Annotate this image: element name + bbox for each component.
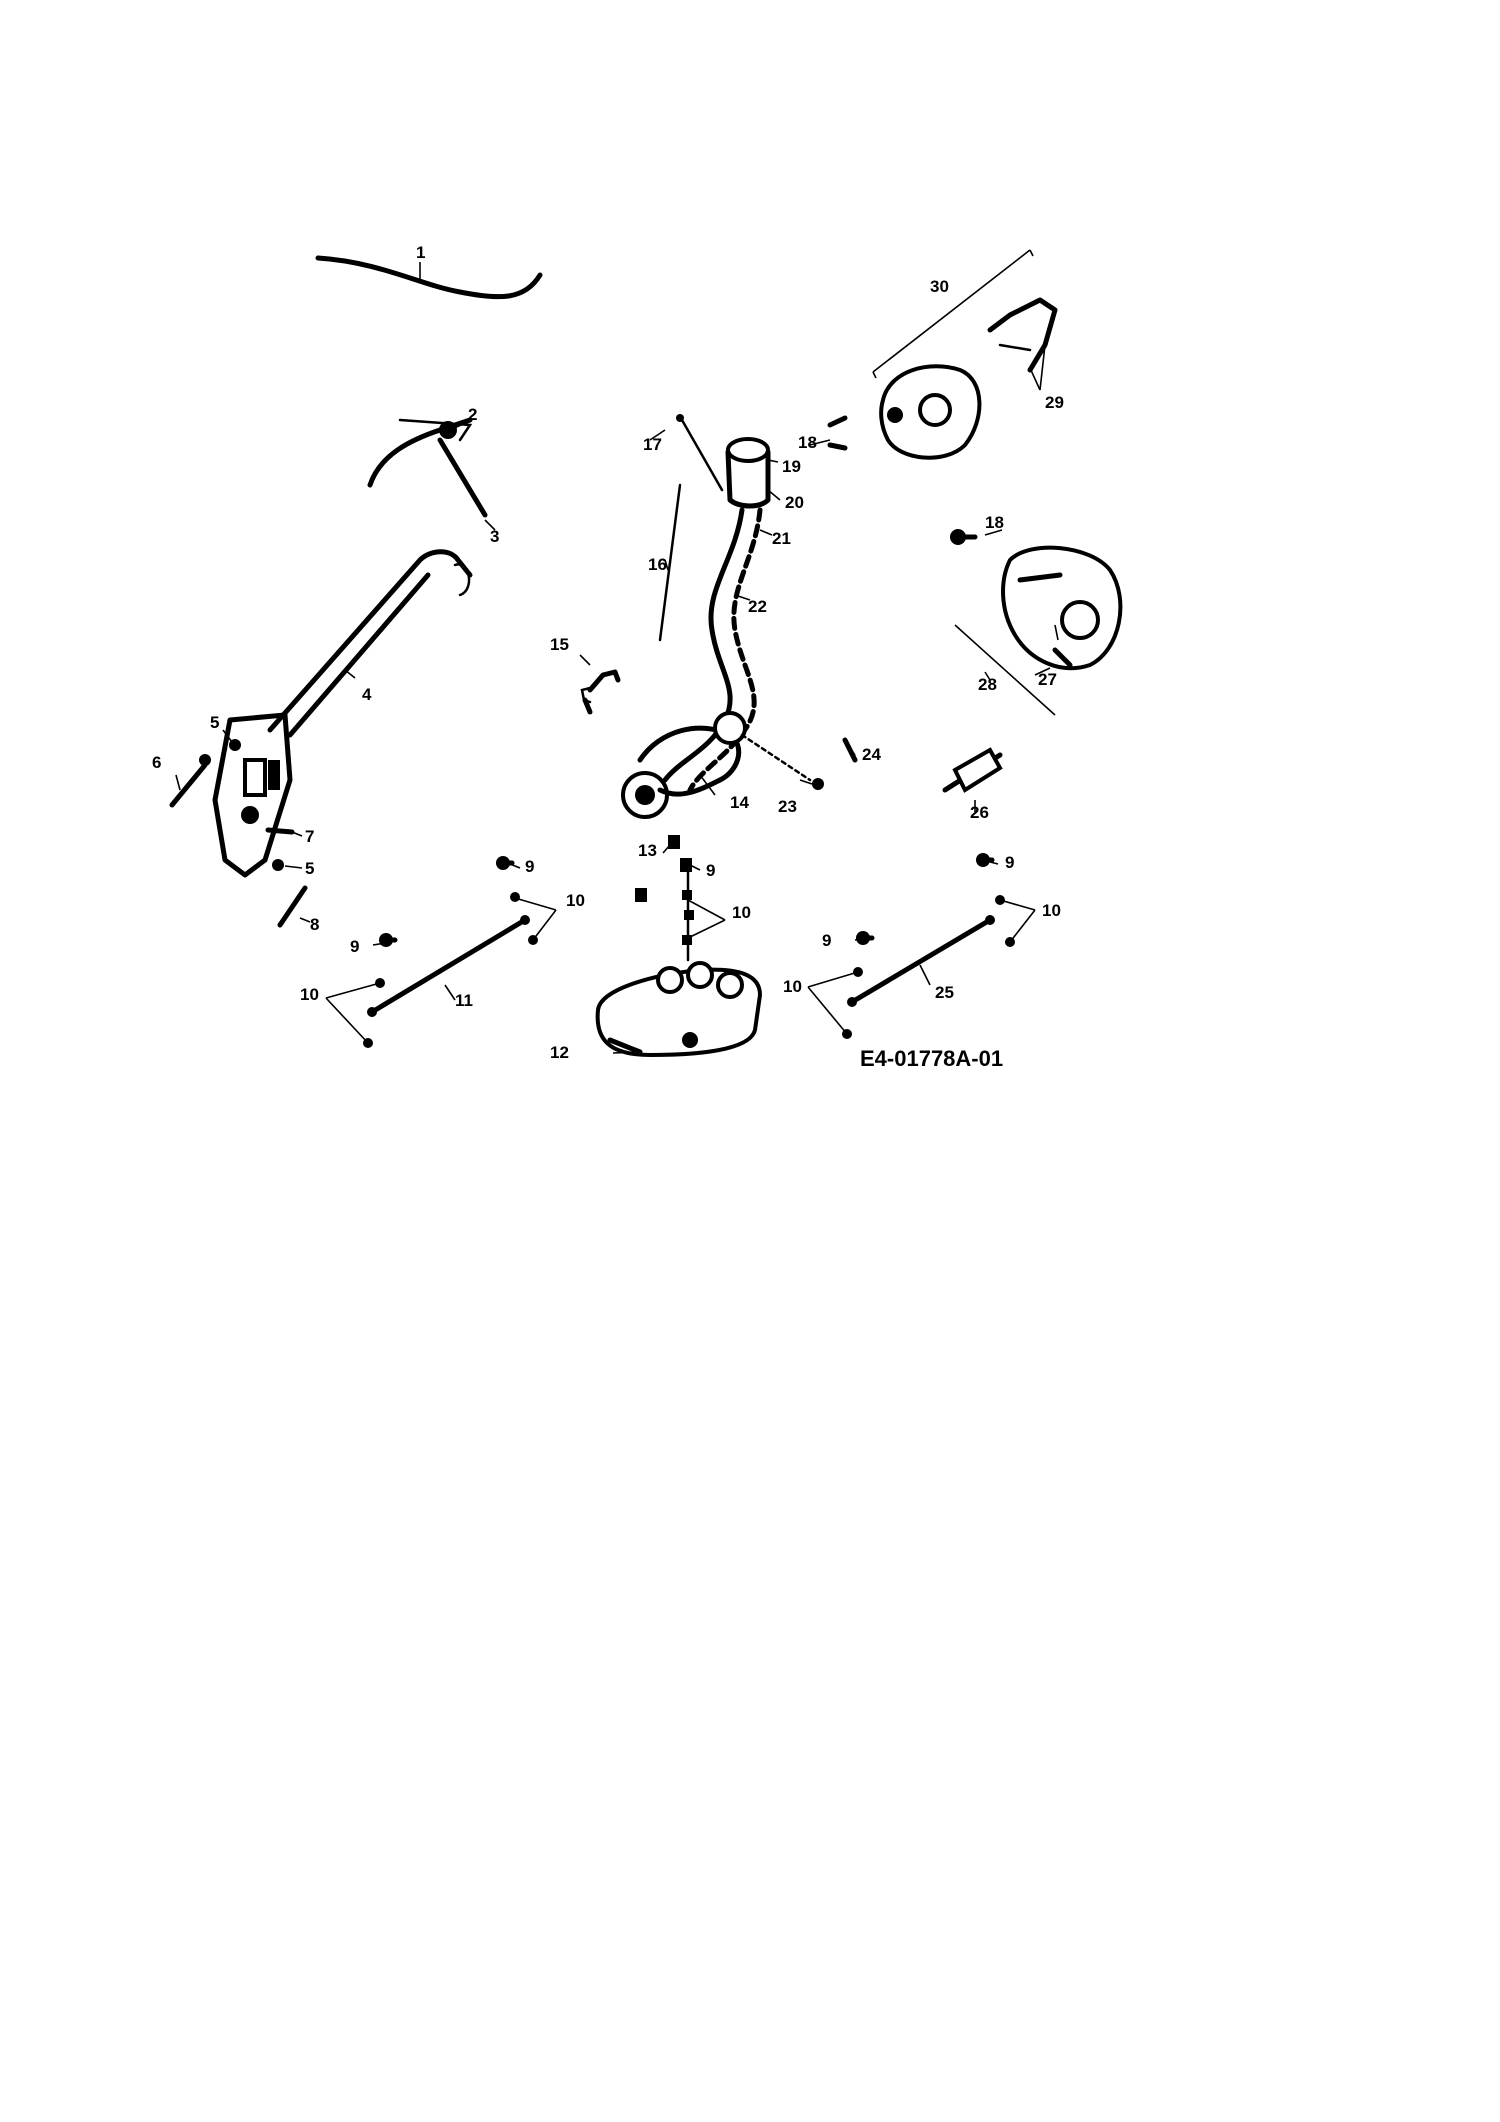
callout-21: 21 (772, 529, 791, 548)
part-15-clip (580, 669, 621, 715)
callout-7: 7 (305, 827, 314, 846)
callout-18-right: 18 (985, 513, 1004, 532)
part-16-rod (658, 483, 682, 642)
callout-10-d: 10 (1042, 901, 1061, 920)
part-23-wire (740, 733, 824, 790)
part-27-motor (1001, 545, 1123, 671)
callout-13: 13 (638, 841, 657, 860)
callout-30: 30 (930, 277, 949, 296)
part-25-rod (847, 915, 995, 1007)
callout-11: 11 (455, 991, 473, 1010)
part-24-clip (842, 737, 858, 763)
callout-12: 12 (550, 1043, 569, 1062)
callout-14: 14 (730, 793, 749, 812)
callout-9-d: 9 (1005, 853, 1014, 872)
part-1-cable (315, 255, 543, 300)
callout-5-bottom: 5 (305, 859, 314, 878)
fasteners-9-10-left (363, 856, 538, 1048)
part-14-pump (621, 711, 747, 819)
leader-lines (175, 262, 1059, 1054)
callout-26: 26 (970, 803, 989, 822)
callout-2: 2 (468, 405, 477, 424)
callout-10-e: 10 (783, 977, 802, 996)
callout-16: 16 (648, 555, 667, 574)
callout-18-top: 18 (798, 433, 817, 452)
callout-1: 1 (416, 243, 425, 262)
callout-25: 25 (935, 983, 954, 1002)
part-3-rod (437, 437, 488, 518)
callout-10-b: 10 (300, 985, 319, 1004)
callout-23: 23 (778, 797, 797, 816)
callout-6: 6 (152, 753, 161, 772)
callout-15: 15 (550, 635, 569, 654)
part-12-manifold (595, 961, 763, 1058)
callout-9-b: 9 (350, 937, 359, 956)
part-29-bracket (987, 297, 1058, 373)
callout-10-c: 10 (732, 903, 751, 922)
part-17-wire (676, 414, 724, 492)
fasteners-9-10-13-center (635, 835, 694, 962)
part-28-bracket-line (954, 624, 1056, 716)
part-18-screw-right (950, 529, 978, 545)
callout-24: 24 (862, 745, 881, 764)
part-5-bracket (212, 712, 293, 878)
callout-9-a: 9 (525, 857, 534, 876)
callout-20: 20 (785, 493, 804, 512)
part-30-housing (872, 249, 1034, 460)
callout-9-e: 9 (822, 931, 831, 950)
callout-5-top: 5 (210, 713, 219, 732)
callout-4: 4 (362, 685, 372, 704)
fasteners-9-10-right (842, 853, 1015, 1039)
part-4-handle (267, 549, 473, 738)
part-8-bolt (277, 885, 308, 928)
drawing-code: E4-01778A-01 (860, 1046, 1003, 1071)
part-26-coupling (942, 747, 1003, 793)
part-11-rod (367, 915, 530, 1017)
callout-3: 3 (490, 527, 499, 546)
callout-28: 28 (978, 675, 997, 694)
part-22-hose (662, 507, 763, 793)
callout-9-c: 9 (706, 861, 715, 880)
callout-17: 17 (643, 435, 662, 454)
callout-10-a: 10 (566, 891, 585, 910)
part-6-bolt (169, 754, 211, 808)
callout-29: 29 (1045, 393, 1064, 412)
part-2-lever (367, 417, 473, 488)
part-18-screw-top (827, 415, 848, 451)
callout-labels: 1 2 3 4 5 5 6 7 8 9 9 9 9 9 10 10 10 10 … (152, 243, 1064, 1062)
callout-27: 27 (1038, 670, 1057, 689)
part-7-pin (265, 827, 295, 871)
callout-22: 22 (748, 597, 767, 616)
part-19-20-cap (725, 437, 771, 509)
callout-8: 8 (310, 915, 319, 934)
callout-19: 19 (782, 457, 801, 476)
